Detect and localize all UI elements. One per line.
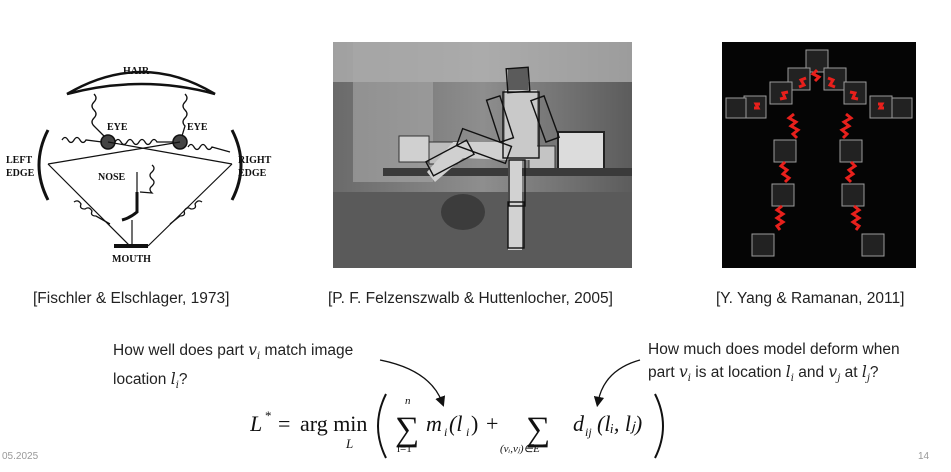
nose-label: NOSE	[98, 172, 126, 183]
face-model-figure: HAIR LEFT EDGE RIGHT EDGE EYE EYE NOSE M…	[2, 52, 292, 272]
formula-lhs: L	[250, 411, 262, 436]
svg-text:i: i	[444, 425, 447, 439]
right-eye-label: EYE	[187, 122, 208, 133]
arrow-to-unary-term	[379, 359, 446, 407]
part-boxes	[424, 66, 560, 249]
note-model-deform: How much does model deform when part vi …	[648, 341, 900, 385]
left-edge-bracket	[37, 129, 50, 201]
pose-photo	[333, 42, 632, 268]
arrow-to-pairwise-term	[593, 359, 641, 408]
formula-plus: +	[486, 411, 498, 436]
sum-symbol-1: ∑	[395, 411, 419, 448]
caption-yang: [Y. Yang & Ramanan, 2011]	[716, 290, 905, 307]
formula-render: L * = arg min L ∑ n i=1 m i (l i ) + ∑ (…	[249, 393, 664, 459]
part-filters	[725, 49, 913, 257]
right-edge-bracket	[230, 129, 243, 201]
pairwise-term: d	[573, 411, 585, 436]
formula-argmin: arg min	[300, 411, 367, 436]
svg-text:(lᵢ, lⱼ): (lᵢ, lⱼ)	[597, 411, 642, 436]
hair-label: HAIR	[123, 66, 150, 77]
page-number: 14	[918, 451, 930, 462]
svg-text:): )	[471, 411, 478, 436]
spring-connections	[47, 141, 233, 247]
sum-symbol-2: ∑	[526, 411, 550, 448]
pose-photo-scene	[333, 42, 632, 268]
right-edge-label-2: EDGE	[238, 168, 267, 179]
right-edge-label-1: RIGHT	[238, 155, 272, 166]
sum2-lower: (vᵢ,vⱼ)∈E	[500, 443, 540, 455]
nose-shape	[121, 192, 139, 222]
footer-date: 05.2025	[2, 451, 39, 462]
deformation-springs	[753, 68, 885, 231]
note-part-match: How well does part vi match image locati…	[113, 341, 354, 392]
face-model-diagram: HAIR LEFT EDGE RIGHT EDGE EYE EYE NOSE M…	[6, 66, 272, 265]
formula-argmin-sub: L	[345, 436, 353, 451]
svg-text:(l: (l	[449, 411, 462, 436]
svg-text:ij: ij	[585, 425, 592, 439]
hair-arc	[66, 70, 216, 96]
left-eye-label: EYE	[107, 122, 128, 133]
left-edge-label-2: EDGE	[6, 168, 35, 179]
svg-text:i: i	[466, 425, 469, 439]
left-edge-label-1: LEFT	[6, 155, 32, 166]
mouth-label: MOUTH	[112, 254, 151, 265]
energy-formula: L * = arg min L ∑ n i=1 m i (l i ) + ∑ (…	[249, 390, 670, 460]
sum1-upper: n	[405, 395, 411, 407]
unary-term: m	[426, 411, 442, 436]
parts-model-diagram	[725, 49, 913, 257]
sum1-lower: i=1	[397, 443, 412, 455]
deformable-parts-figure	[722, 42, 916, 268]
formula-star: *	[265, 408, 272, 423]
caption-felzenszwalb: [P. F. Felzenszwalb & Huttenlocher, 2005…	[328, 290, 613, 307]
spring-coils	[61, 93, 231, 225]
caption-fischler: [Fischler & Elschlager, 1973]	[33, 290, 230, 307]
formula-equals: =	[278, 411, 290, 436]
